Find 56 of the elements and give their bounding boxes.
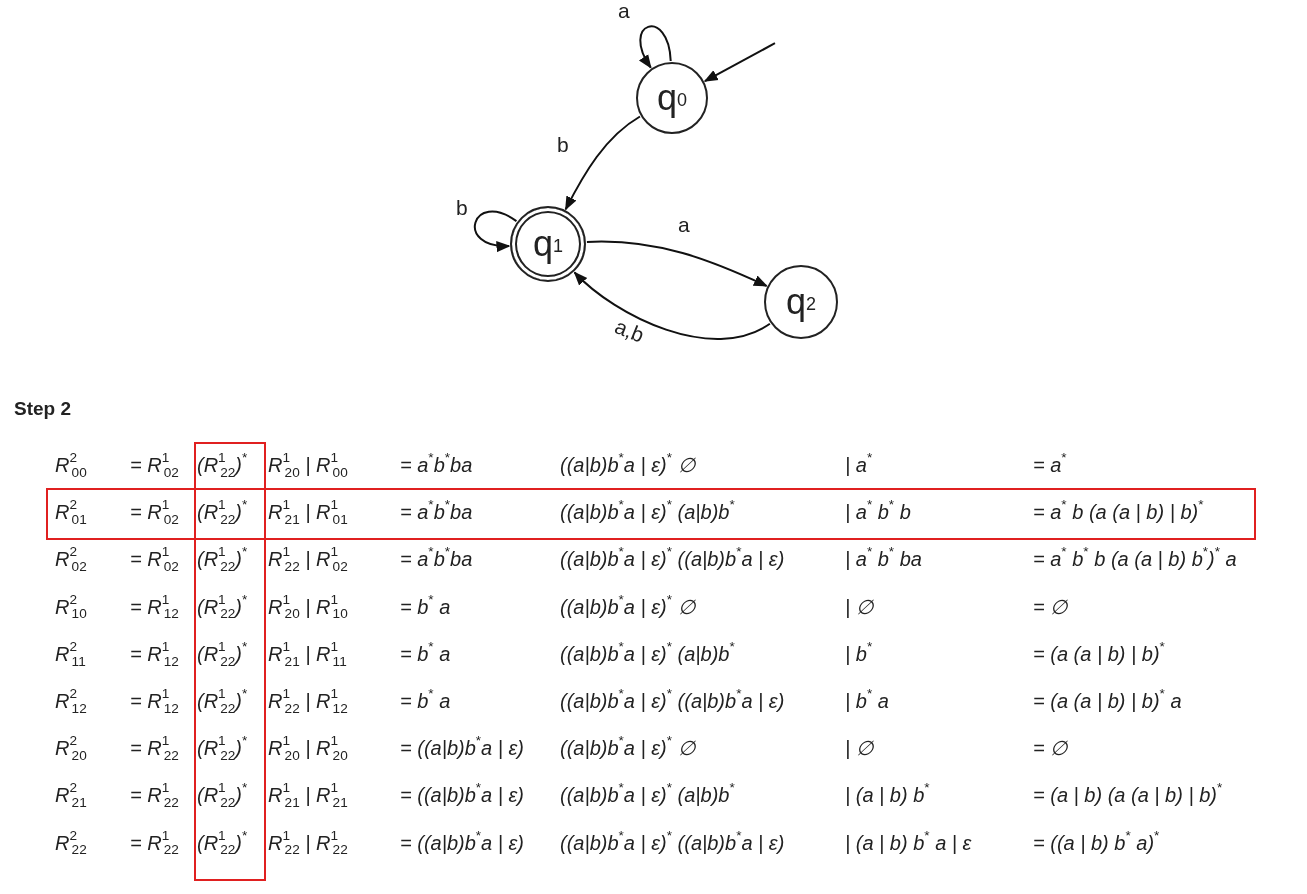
formula: (R$^{1}$$_{22}$)$^{*}$ bbox=[197, 738, 248, 759]
section-heading: Step 2 bbox=[14, 398, 72, 420]
formula: | a$^{*}$ bbox=[845, 455, 873, 475]
state-circle bbox=[636, 62, 708, 134]
formula: ((a|b)b$^{*}$a | ε)$^{*}$ (a|b)b$^{*}$ bbox=[560, 502, 735, 523]
formula: = ∅ bbox=[1033, 596, 1068, 617]
formula: (R$^{1}$$_{22}$)$^{*}$ bbox=[197, 643, 248, 664]
start-arrow bbox=[703, 42, 776, 83]
formula: (R$^{1}$$_{22}$)$^{*}$ bbox=[197, 596, 248, 617]
formula: = a$^{*}$b$^{*}$ba bbox=[400, 502, 473, 523]
formula: | (a | b) b$^{*}$ a | ε bbox=[845, 832, 972, 853]
formula: = b$^{*}$ a bbox=[400, 643, 451, 664]
self-loop-arrow bbox=[473, 210, 518, 252]
formula: | a$^{*}$ b$^{*}$ b bbox=[845, 502, 911, 523]
formula: ((a|b)b$^{*}$a | ε)$^{*}$ ∅ bbox=[560, 596, 695, 617]
formula: (R$^{1}$$_{22}$)$^{*}$ bbox=[197, 785, 248, 806]
formula: (R$^{1}$$_{22}$)$^{*}$ bbox=[197, 455, 248, 475]
formula: ((a|b)b$^{*}$a | ε)$^{*}$ ∅ bbox=[560, 738, 695, 759]
edge-label: b bbox=[556, 134, 570, 155]
formula: = a$^{*}$ b$^{*}$ b (a (a | b) b$^{*}$)$^{*}$ a bbox=[1033, 549, 1237, 570]
self-loop-arrow bbox=[639, 25, 672, 69]
formula: = a$^{*}$ b (a (a | b) | b)$^{*}$ bbox=[1033, 502, 1204, 523]
formula: ((a|b)b$^{*}$a | ε)$^{*}$ ((a|b)b$^{*}$a | ε) bbox=[560, 549, 785, 570]
formula: = ((a | b) b$^{*}$ a)$^{*}$ bbox=[1033, 832, 1160, 853]
transition-arrow bbox=[573, 271, 771, 340]
formula: = b$^{*}$ a bbox=[400, 596, 451, 617]
transition-arrow bbox=[564, 115, 641, 211]
edge-label: b bbox=[455, 197, 469, 218]
formula: ((a|b)b$^{*}$a | ε)$^{*}$ (a|b)b$^{*}$ bbox=[560, 643, 735, 664]
formula: (R$^{1}$$_{22}$)$^{*}$ bbox=[197, 549, 248, 570]
formula: | ∅ bbox=[845, 738, 873, 759]
formula: = a$^{*}$ bbox=[1033, 455, 1067, 475]
formula: | (a | b) b$^{*}$ bbox=[845, 785, 930, 806]
formula: = ∅ bbox=[1033, 738, 1068, 759]
formula: = (a | b) (a (a | b) | b)$^{*}$ bbox=[1033, 785, 1223, 806]
transition-arrow bbox=[585, 240, 768, 287]
formula: | a$^{*}$ b$^{*}$ ba bbox=[845, 549, 922, 570]
formula: ((a|b)b$^{*}$a | ε)$^{*}$ ((a|b)b$^{*}$a | ε) bbox=[560, 832, 785, 853]
formula: = b$^{*}$ a bbox=[400, 691, 451, 711]
formula: = ((a|b)b$^{*}$a | ε) bbox=[400, 832, 524, 853]
formula: = a$^{*}$b$^{*}$ba bbox=[400, 549, 473, 570]
accepting-state-circle bbox=[510, 206, 586, 282]
formula: (R$^{1}$$_{22}$)$^{*}$ bbox=[197, 832, 248, 853]
formula: = (a (a | b) | b)$^{*}$ bbox=[1033, 643, 1165, 664]
formula: = a$^{*}$b$^{*}$ba bbox=[400, 455, 473, 475]
formula: ((a|b)b$^{*}$a | ε)$^{*}$ ∅ bbox=[560, 455, 695, 475]
formula: (R$^{1}$$_{22}$)$^{*}$ bbox=[197, 502, 248, 523]
formula: | b$^{*}$ a bbox=[845, 691, 889, 711]
formula: ((a|b)b$^{*}$a | ε)$^{*}$ (a|b)b$^{*}$ bbox=[560, 785, 735, 806]
formula: = ((a|b)b$^{*}$a | ε) bbox=[400, 738, 524, 759]
formula: | ∅ bbox=[845, 596, 873, 617]
formula: ((a|b)b$^{*}$a | ε)$^{*}$ ((a|b)b$^{*}$a | ε) bbox=[560, 691, 785, 711]
formula: = ((a|b)b$^{*}$a | ε) bbox=[400, 785, 524, 806]
formula: (R$^{1}$$_{22}$)$^{*}$ bbox=[197, 691, 248, 711]
formula: = (a (a | b) | b)$^{*}$ a bbox=[1033, 691, 1182, 711]
formula: | b$^{*}$ bbox=[845, 643, 873, 664]
